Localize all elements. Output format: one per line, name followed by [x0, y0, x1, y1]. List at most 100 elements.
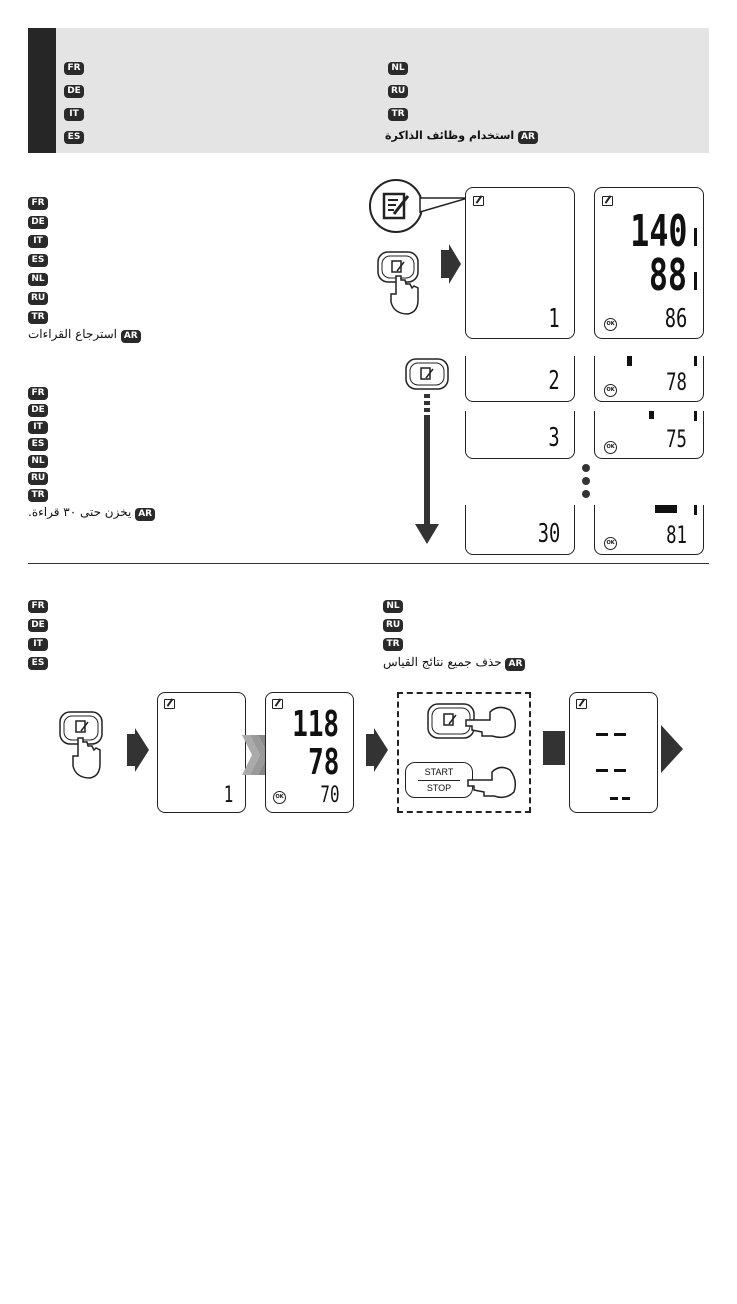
- hand-pointer-icon: [467, 766, 517, 799]
- memory-icon: [602, 196, 613, 206]
- section2-ar-row: AR يخزن حتى ٣٠ قراءة.: [28, 505, 156, 521]
- lcd-sys-value: 118: [292, 704, 339, 745]
- memory-icon: [272, 699, 283, 709]
- stop-label: STOP: [426, 783, 452, 793]
- lang-badge-it: IT: [28, 421, 48, 434]
- start-stop-button: START STOP: [405, 762, 473, 798]
- lcd-dia-value: 88: [648, 250, 687, 301]
- lcd-reading: 118 78 OK 70: [265, 692, 354, 813]
- section2-ar-text: يخزن حتى ٣٠ قراءة.: [28, 505, 132, 519]
- scroll-down-arrow: [405, 358, 449, 544]
- lang-badge-ru: RU: [388, 85, 409, 98]
- lang-badge-tr: TR: [28, 311, 48, 324]
- lcd-pulse-value: 86: [664, 304, 687, 334]
- lang-badge-de: DE: [28, 619, 48, 632]
- lang-badge-ru: RU: [28, 292, 49, 305]
- lang-badge-nl: NL: [383, 600, 403, 613]
- header-box: [28, 28, 709, 153]
- lang-badge-es: ES: [64, 131, 84, 144]
- lcd-bar-segment: [694, 272, 697, 290]
- lang-badge-tr: TR: [28, 489, 48, 502]
- lcd-bar-segment: [627, 356, 632, 366]
- lcd-bar-segment: [655, 505, 677, 513]
- press-both-box: [397, 692, 531, 813]
- arrow-right-icon: [661, 725, 683, 773]
- lcd-dash: [610, 797, 618, 800]
- lcd-dash: [596, 733, 608, 736]
- lcd-dash: [622, 797, 630, 800]
- lcd-dash: [596, 769, 608, 772]
- lang-badge-fr: FR: [28, 600, 48, 613]
- start-label: START: [424, 767, 454, 777]
- lang-badge-de: DE: [64, 85, 84, 98]
- memory-button-press: [59, 711, 103, 779]
- ok-icon: OK: [604, 318, 617, 331]
- lcd-pulse-value: 75: [666, 425, 687, 453]
- lcd-bar-segment: [649, 411, 654, 419]
- arrow-right-icon: [366, 728, 388, 772]
- lcd-bar-segment: [694, 505, 697, 515]
- lcd-memory-index: 30: [465, 505, 575, 555]
- lang-badge-tr: TR: [383, 638, 403, 651]
- section3-ar-text: حذف جميع نتائج القياس: [383, 655, 502, 669]
- ok-icon: OK: [604, 537, 617, 550]
- equals-block: [543, 731, 565, 765]
- section-divider: [28, 563, 709, 564]
- lang-badge-ar: AR: [518, 131, 538, 144]
- memory-button-press: [377, 251, 419, 315]
- lang-badge-it: IT: [64, 108, 84, 121]
- lang-badge-ar: AR: [505, 658, 526, 671]
- lang-badge-fr: FR: [64, 62, 84, 75]
- lcd-bar-segment: [694, 228, 697, 246]
- header-ar-row: AR استخدام وظائف الذاكرة: [384, 129, 538, 144]
- lcd-pulse-value: 70: [319, 783, 339, 808]
- lcd-dia-value: 78: [307, 742, 339, 783]
- lang-badge-tr: TR: [388, 108, 408, 121]
- lang-badge-es: ES: [28, 657, 48, 670]
- lcd-memory-index: 3: [465, 411, 575, 459]
- lcd-dash: [614, 769, 626, 772]
- lcd-dash: [614, 733, 626, 736]
- lcd-reading: OK 78: [594, 356, 704, 402]
- lang-badge-es: ES: [28, 438, 48, 451]
- memory-icon: [164, 699, 175, 709]
- lcd-cleared: [569, 692, 658, 813]
- lcd-memory-index: 1: [157, 692, 246, 813]
- ok-icon: OK: [273, 791, 286, 804]
- memory-icon-callout: [369, 179, 468, 233]
- section3-ar-row: AR حذف جميع نتائج القياس: [383, 655, 526, 671]
- memory-icon: [576, 699, 587, 709]
- lcd-reading: OK 75: [594, 411, 704, 459]
- lcd-reading: 140 88 OK 86: [594, 187, 704, 339]
- lang-badge-de: DE: [28, 216, 48, 229]
- lcd-index-value: 30: [537, 519, 560, 549]
- lang-badge-ru: RU: [383, 619, 404, 632]
- lcd-pulse-value: 78: [666, 368, 687, 396]
- lang-badge-de: DE: [28, 404, 48, 417]
- lcd-index-value: 2: [548, 366, 560, 396]
- lcd-memory-index: 2: [465, 356, 575, 402]
- memory-button-press: [427, 703, 517, 739]
- lang-badge-nl: NL: [388, 62, 408, 75]
- lcd-bar-segment: [694, 356, 697, 366]
- header-ar-title: استخدام وظائف الذاكرة: [384, 129, 515, 142]
- lang-badge-fr: FR: [28, 387, 48, 400]
- section1-ar-text: استرجاع القراءات: [28, 327, 117, 341]
- lcd-index-value: 1: [223, 783, 233, 808]
- lcd-bar-segment: [694, 411, 697, 421]
- lang-badge-ar: AR: [135, 508, 156, 521]
- ellipsis-dots: [582, 464, 590, 498]
- lang-badge-es: ES: [28, 254, 48, 267]
- lcd-pulse-value: 81: [666, 521, 687, 549]
- lcd-memory-index: 1: [465, 187, 575, 339]
- lang-badge-fr: FR: [28, 197, 48, 210]
- lang-badge-nl: NL: [28, 273, 48, 286]
- ok-icon: OK: [604, 441, 617, 454]
- lcd-reading: OK 81: [594, 505, 704, 555]
- lang-badge-it: IT: [28, 235, 48, 248]
- arrow-right-icon: [441, 244, 461, 284]
- lang-badge-ar: AR: [120, 330, 141, 343]
- ok-icon: OK: [604, 384, 617, 397]
- lang-badge-ru: RU: [28, 472, 49, 485]
- header-bar: [28, 28, 56, 153]
